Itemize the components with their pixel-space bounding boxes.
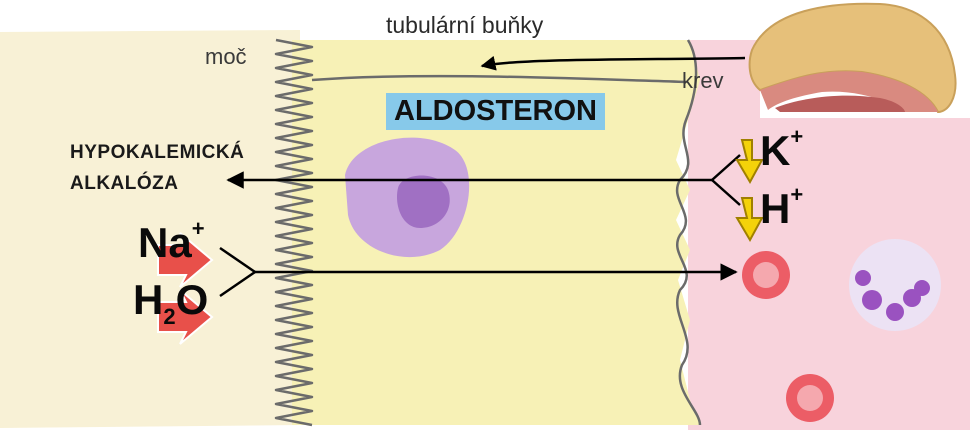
sodium-symbol: Na [138, 219, 192, 266]
effect-label-line2: ALKALÓZA [70, 173, 179, 194]
water-h: H [133, 276, 164, 323]
red-blood-cell [742, 251, 790, 299]
hydrogen-symbol: H [760, 185, 791, 232]
white-blood-cell [849, 239, 941, 331]
tubular-cell [292, 40, 700, 425]
ion-exchange-arrows [219, 154, 741, 298]
potassium-symbol: K [760, 127, 791, 174]
potassium-ion-label: K+ [760, 126, 803, 174]
secretion-arrow [480, 55, 746, 71]
water-label: H2O [133, 276, 209, 328]
hydrogen-charge: + [790, 182, 804, 207]
sodium-water-arrows [157, 232, 214, 345]
urine-zone [0, 30, 300, 428]
potassium-charge: + [790, 124, 804, 149]
blood-label: krev [682, 68, 724, 93]
sodium-ion-label: Na+ [138, 218, 205, 266]
sodium-charge: + [191, 216, 205, 241]
water-o: O [175, 276, 209, 323]
potassium-hydrogen-arrows [735, 139, 764, 243]
cell-membrane [274, 38, 702, 427]
effect-label-line1: HYPOKALEMICKÁ [70, 142, 245, 163]
hydrogen-ion-label: H+ [760, 184, 803, 232]
red-blood-cell [786, 374, 834, 422]
tubular-cells-label: tubulární buňky [386, 12, 544, 38]
cell-nucleus [345, 137, 470, 258]
urine-label: moč [205, 44, 247, 69]
blood-zone [688, 40, 970, 430]
hormone-label: ALDOSTERON [386, 93, 605, 130]
water-subscript: 2 [163, 304, 176, 329]
adrenal-gland-icon [748, 2, 957, 114]
